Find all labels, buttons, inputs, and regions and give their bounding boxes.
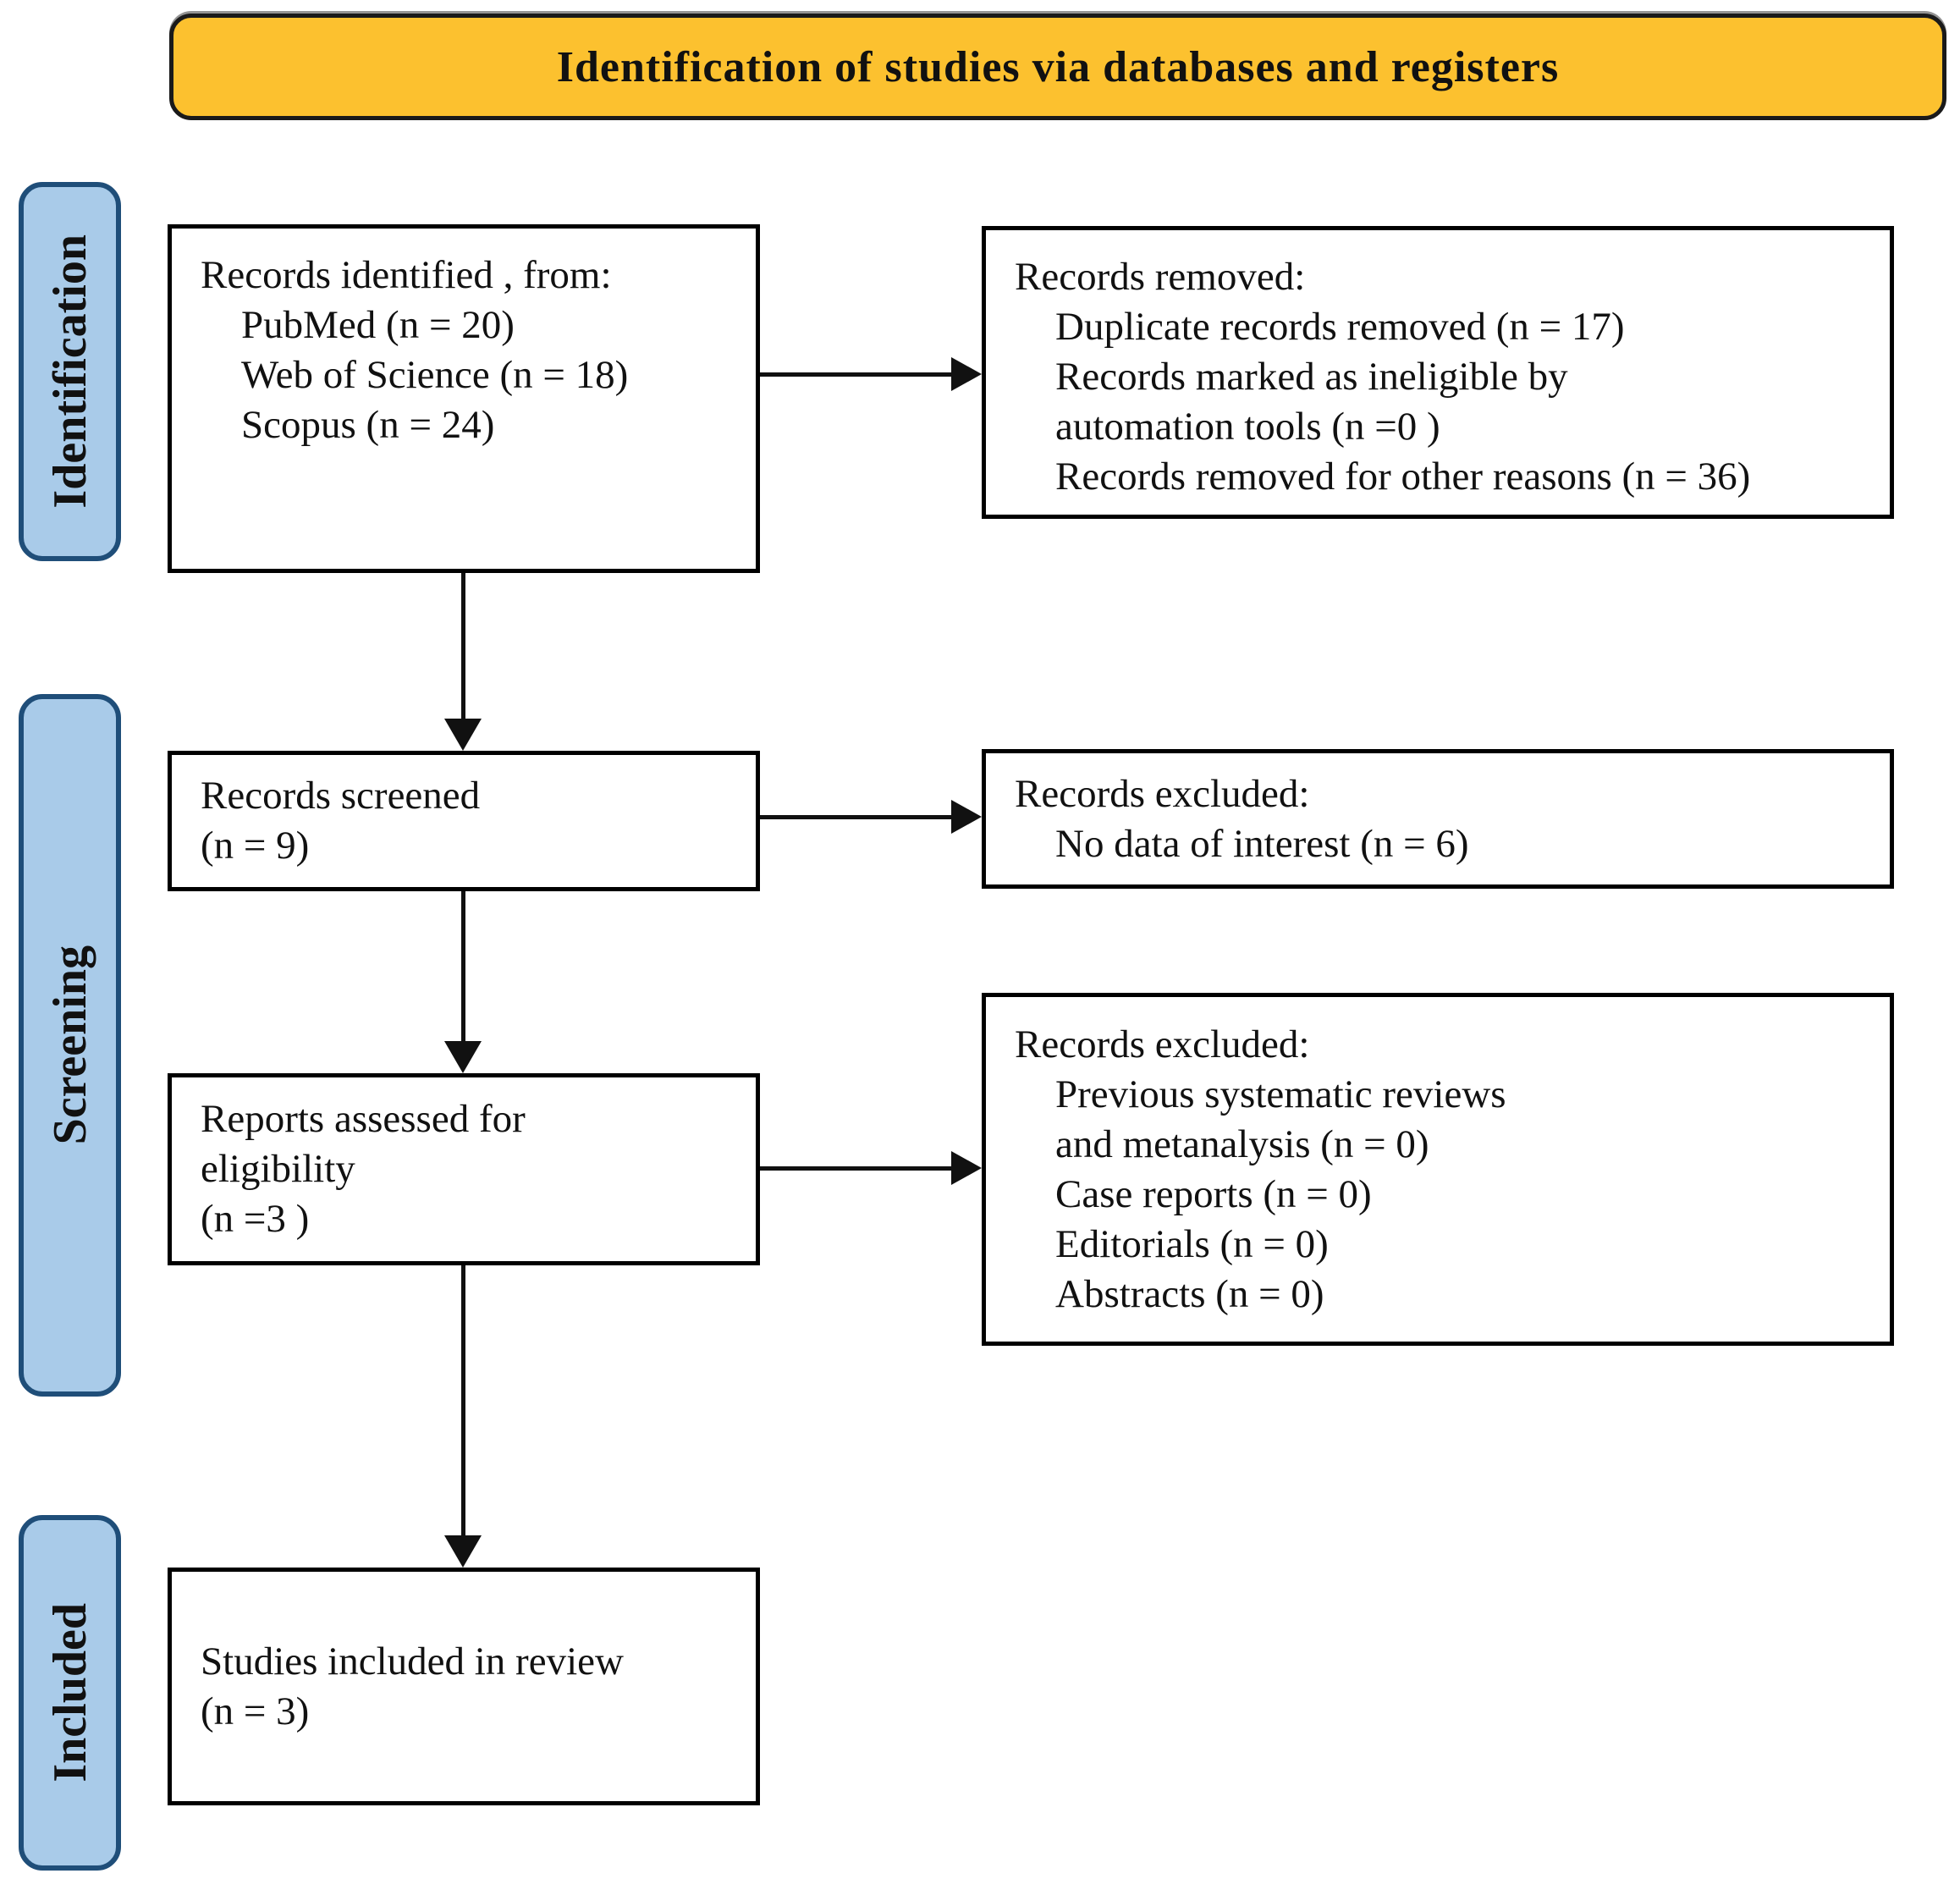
- reports-assessed-line2: eligibility: [201, 1147, 355, 1191]
- stage-identification-label: Identification: [43, 234, 96, 509]
- arrow-identified-to-removed: [760, 357, 982, 391]
- records-identified-wos: Web of Science (n = 18): [241, 353, 629, 397]
- stage-screening-label: Screening: [43, 945, 96, 1145]
- records-excluded-eligibility-reviews-1: Previous systematic reviews: [1055, 1072, 1506, 1116]
- studies-included-count: (n = 3): [201, 1689, 310, 1733]
- records-excluded-eligibility-heading: Records excluded:: [1015, 1022, 1310, 1066]
- arrow-assessed-to-excluded: [760, 1151, 982, 1185]
- records-identified-heading: Records identified , from:: [201, 253, 612, 297]
- arrow-screened-to-assessed: [444, 891, 482, 1073]
- arrow-shaft: [760, 814, 955, 819]
- stage-screening: Screening: [19, 694, 121, 1397]
- arrow-assessed-to-included: [444, 1265, 482, 1568]
- stage-included-label: Included: [43, 1603, 96, 1783]
- arrow-shaft: [460, 1265, 465, 1540]
- stage-included: Included: [19, 1515, 121, 1871]
- records-excluded-eligibility-reviews-2: and metanalysis (n = 0): [1055, 1121, 1429, 1166]
- arrowhead-down-icon: [444, 1535, 482, 1568]
- records-identified-pubmed: PubMed (n = 20): [241, 303, 515, 347]
- records-removed-heading: Records removed:: [1015, 255, 1306, 299]
- records-excluded-eligibility-editorials: Editorials (n = 0): [1055, 1221, 1329, 1266]
- box-records-excluded-eligibility: Records excluded: Previous systematic re…: [982, 993, 1894, 1346]
- reports-assessed-count: (n =3 ): [201, 1197, 310, 1241]
- arrowhead-right-icon: [951, 800, 982, 834]
- records-identified-scopus: Scopus (n = 24): [241, 403, 495, 447]
- banner-title: Identification of studies via databases …: [556, 42, 1560, 91]
- arrowhead-down-icon: [444, 719, 482, 751]
- arrow-shaft: [760, 1165, 955, 1171]
- box-reports-assessed: Reports assessed for eligibility (n =3 ): [168, 1073, 760, 1265]
- records-excluded-screening-reason: No data of interest (n = 6): [1055, 821, 1469, 866]
- arrow-screened-to-excluded: [760, 800, 982, 834]
- box-records-excluded-screening: Records excluded: No data of interest (n…: [982, 749, 1894, 889]
- records-excluded-screening-heading: Records excluded:: [1015, 771, 1310, 816]
- records-removed-duplicates: Duplicate records removed (n = 17): [1055, 305, 1625, 349]
- arrow-shaft: [460, 891, 465, 1046]
- records-excluded-eligibility-case-reports: Case reports (n = 0): [1055, 1171, 1372, 1216]
- arrow-identified-to-screened: [444, 573, 482, 751]
- arrowhead-right-icon: [951, 1151, 982, 1185]
- arrow-shaft: [460, 573, 465, 724]
- box-records-removed: Records removed: Duplicate records remov…: [982, 226, 1894, 519]
- records-removed-other: Records removed for other reasons (n = 3…: [1055, 455, 1751, 499]
- reports-assessed-line1: Reports assessed for: [201, 1097, 526, 1141]
- arrow-shaft: [760, 372, 955, 377]
- records-removed-automation-1: Records marked as ineligible by: [1055, 355, 1568, 399]
- arrowhead-right-icon: [951, 357, 982, 391]
- records-excluded-eligibility-abstracts: Abstracts (n = 0): [1055, 1271, 1324, 1316]
- records-screened-heading: Records screened: [201, 774, 481, 818]
- stage-identification: Identification: [19, 182, 121, 561]
- arrowhead-down-icon: [444, 1041, 482, 1073]
- banner: Identification of studies via databases …: [169, 14, 1946, 120]
- studies-included-heading: Studies included in review: [201, 1639, 624, 1683]
- records-removed-automation-2: automation tools (n =0 ): [1055, 405, 1440, 449]
- box-records-screened: Records screened (n = 9): [168, 751, 760, 891]
- records-screened-count: (n = 9): [201, 824, 310, 868]
- box-records-identified: Records identified , from: PubMed (n = 2…: [168, 224, 760, 573]
- box-studies-included: Studies included in review (n = 3): [168, 1568, 760, 1805]
